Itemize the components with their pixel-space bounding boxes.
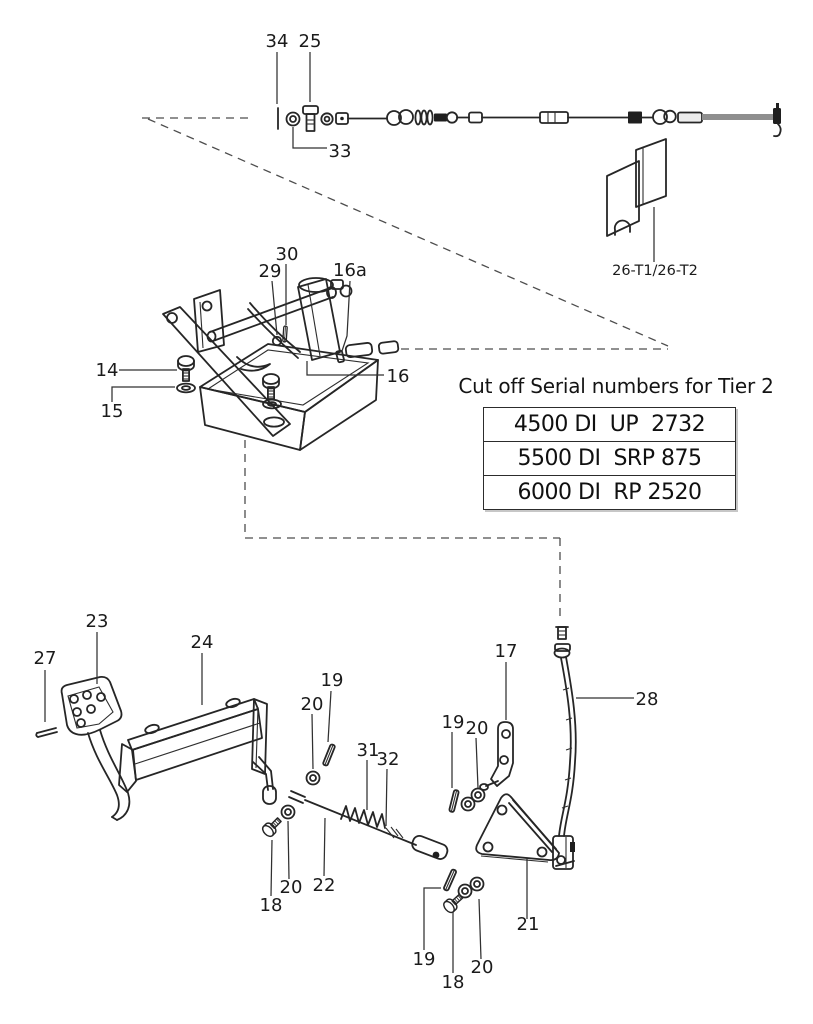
clevis-end [411, 835, 449, 860]
callout-22-label: 22 [313, 875, 336, 896]
serial-table-row-4500: 4500 DI UP 2732 [513, 412, 706, 437]
pedal-23 [60, 675, 131, 821]
callout-31-label: 31 [357, 740, 380, 761]
part-18b-bolt [441, 890, 466, 916]
part-32-threaded-end [385, 826, 404, 839]
callout-34-label: 34 [266, 31, 289, 52]
hardware-right [448, 787, 486, 814]
control-bracket-assembly [162, 277, 400, 451]
part-19b-pin [448, 788, 460, 814]
part-29-ring [271, 335, 283, 347]
callout-20b-label: 20 [466, 718, 489, 739]
callout-21-label: 21 [517, 914, 540, 935]
serial-table-title: Cut off Serial numbers for Tier 2 [458, 374, 774, 398]
callout-26-label: 26-T1/26-T2 [612, 263, 698, 279]
callout-16-label: 16 [387, 366, 410, 387]
mounting-bracket-26 [606, 138, 667, 237]
part-16a-cable-end [335, 340, 400, 364]
callout-19c-label: 19 [413, 949, 436, 970]
callout-18b-label: 18 [442, 972, 465, 993]
link-rod-22 [288, 790, 449, 860]
callout-14-label: 14 [96, 360, 119, 381]
callout-27-label: 27 [34, 648, 57, 669]
dashed-reference-lines [142, 117, 669, 622]
callout-20d-label: 20 [471, 957, 494, 978]
callout-25-label: 25 [299, 31, 322, 52]
cable-body [320, 103, 782, 138]
part-20c-washer [280, 804, 296, 820]
callout-18a-label: 18 [260, 895, 283, 916]
serial-table-box: 4500 DI UP 2732 5500 DI SRP 875 6000 DI … [483, 407, 736, 510]
part-20b-washers [460, 787, 486, 812]
part-25-bolt [302, 105, 319, 132]
support-bracket-24 [118, 697, 277, 805]
throttle-cable-assembly [277, 103, 782, 138]
part-20d-washers [457, 876, 485, 899]
pin-27 [35, 727, 58, 738]
part-19c-pin [442, 868, 458, 892]
bracket-17 [479, 721, 514, 791]
callout-leader-lines [44, 52, 655, 973]
part-19a-pin [321, 743, 337, 767]
bracket-pan [199, 343, 379, 451]
part-30-pin [282, 325, 288, 343]
hardware-bottom [441, 868, 485, 916]
part-18a-bolt [259, 814, 285, 840]
callout-20c-label: 20 [280, 877, 303, 898]
callout-33-label: 33 [329, 141, 352, 162]
callout-28-label: 28 [636, 689, 659, 710]
serial-table-row-5500: 5500 DI SRP 875 [484, 441, 735, 475]
part-14-bolt [177, 355, 195, 382]
part-33-washer [285, 111, 301, 127]
callout-15-label: 15 [101, 401, 124, 422]
rod-end-block [552, 835, 575, 870]
lever-mechanism [162, 277, 353, 437]
part-31-spring [340, 805, 386, 829]
hardware-left [259, 743, 337, 840]
callout-23-label: 23 [86, 611, 109, 632]
control-rod-28 [552, 626, 577, 870]
callout-32-label: 32 [377, 749, 400, 770]
callout-16a-label: 16a [333, 260, 367, 281]
callout-19a-label: 19 [321, 670, 344, 691]
serial-number-table: Cut off Serial numbers for Tier 2 4500 D… [450, 374, 782, 510]
callout-29-label: 29 [259, 261, 282, 282]
part-15-washer [176, 382, 196, 394]
serial-table-row-6000: 6000 DI RP 2520 [484, 475, 735, 509]
callout-24-label: 24 [191, 632, 214, 653]
callout-17-label: 17 [495, 641, 518, 662]
callout-30-label: 30 [276, 244, 299, 265]
part-20a-washer [305, 770, 321, 786]
callout-20a-label: 20 [301, 694, 324, 715]
triangular-plate-21 [475, 793, 560, 863]
callout-19b-label: 19 [442, 712, 465, 733]
callout-labels: 34 25 33 26-T1/26-T2 30 29 16a 14 15 16 … [34, 31, 698, 993]
